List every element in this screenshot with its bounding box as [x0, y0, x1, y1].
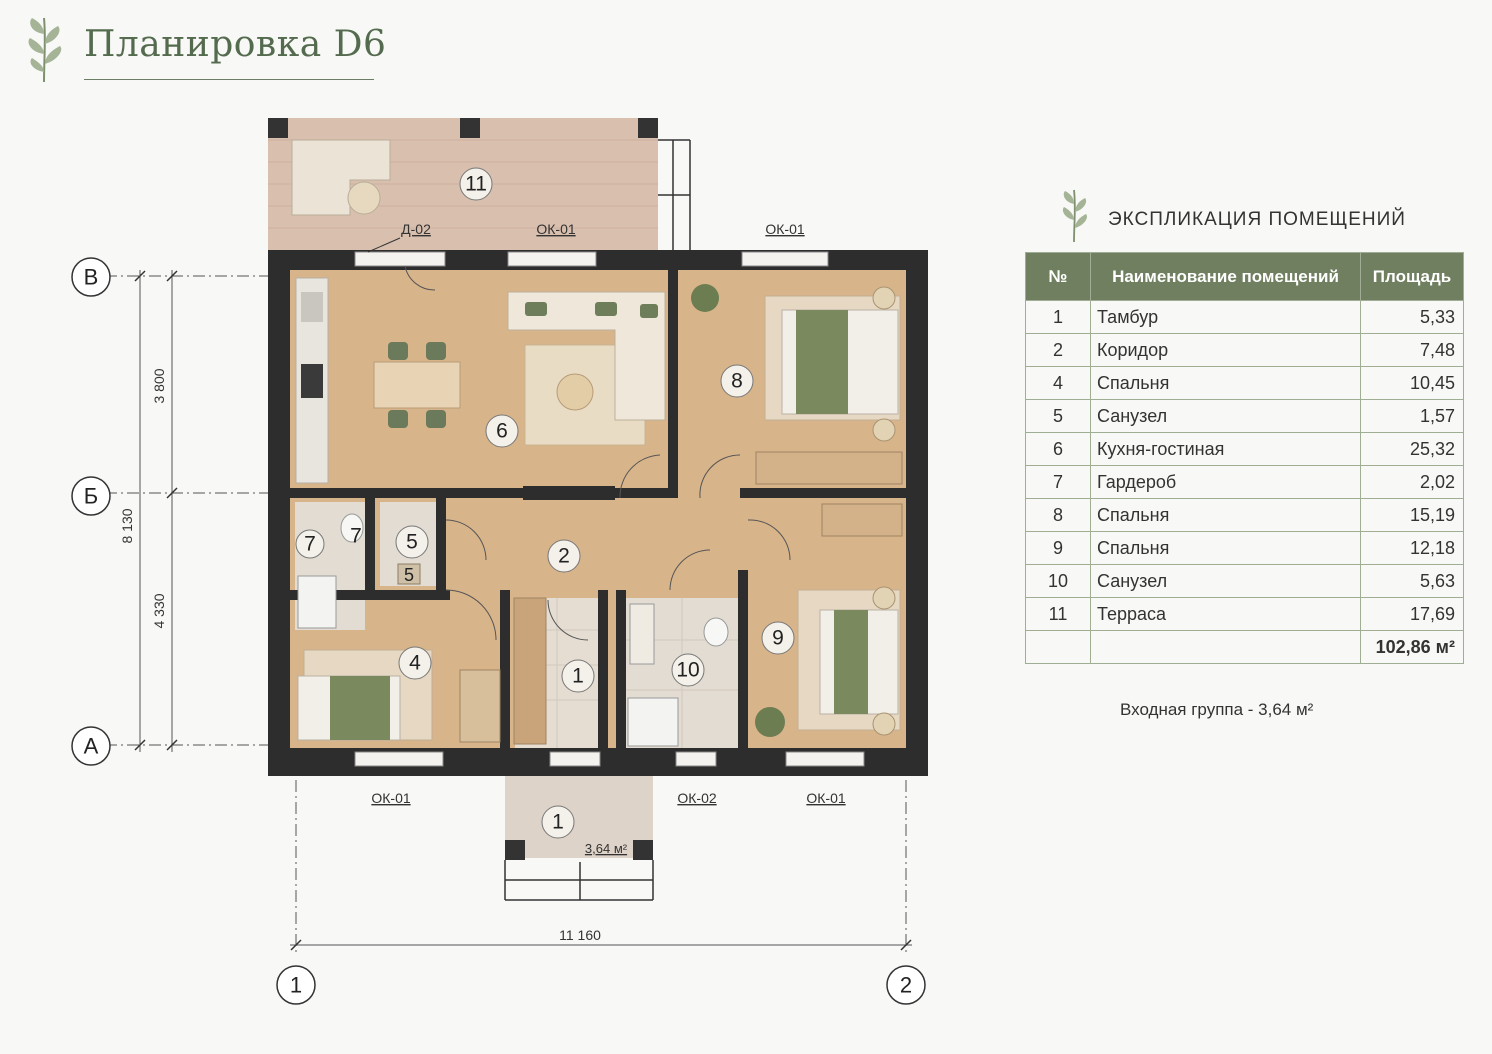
label-window-bottom-3: ОК-01	[806, 790, 845, 806]
svg-text:11: 11	[465, 173, 487, 196]
explication-title: ЭКСПЛИКАЦИЯ ПОМЕЩЕНИЙ	[1108, 209, 1406, 230]
svg-text:9: 9	[772, 627, 784, 650]
svg-text:2: 2	[558, 545, 570, 568]
room-marker-8: 8	[720, 364, 754, 398]
axis-marker-1: 1	[276, 965, 316, 1005]
room-marker-2: 2	[547, 539, 581, 573]
room-marker-7-fixture: 7	[350, 525, 362, 548]
title-underline	[84, 79, 374, 80]
svg-text:2: 2	[900, 973, 912, 998]
svg-text:8: 8	[731, 370, 743, 393]
page-title: Планировка D6	[84, 24, 387, 65]
entry-porch	[505, 776, 653, 858]
label-window-bottom-2: ОК-02	[677, 790, 716, 806]
floor-plan: 3 800 4 330 8 130 11 160 В Б А 1 2 Д-02 …	[71, 118, 928, 1005]
dim-top: 3 800	[151, 368, 167, 403]
room-marker-1: 1	[561, 659, 595, 693]
axis-marker-a: А	[71, 726, 111, 766]
room-marker-11: 11	[459, 167, 493, 201]
svg-text:1: 1	[552, 811, 564, 834]
svg-text:4: 4	[409, 652, 421, 675]
label-entry-area: 3,64 м²	[585, 841, 628, 856]
dim-total-vertical: 8 130	[119, 508, 135, 543]
axis-marker-v: В	[71, 257, 111, 297]
room-marker-6: 6	[485, 414, 519, 448]
dim-bottom: 4 330	[151, 593, 167, 628]
svg-text:5: 5	[406, 531, 418, 554]
total-area: 102,86 м²	[1360, 630, 1464, 664]
room-marker-5-fixture: 5	[397, 563, 421, 585]
svg-text:Б: Б	[84, 484, 98, 509]
svg-text:1: 1	[290, 973, 302, 998]
leaf-logo-icon	[22, 14, 72, 89]
axis-marker-b: Б	[71, 476, 111, 516]
svg-text:А: А	[84, 734, 99, 759]
table-header-row: № Наименование помещений Площадь	[1025, 252, 1464, 301]
header-name: Наименование помещений	[1090, 252, 1361, 301]
svg-text:1: 1	[572, 665, 584, 688]
room-marker-5: 5	[395, 525, 429, 559]
room-marker-entry-1: 1	[541, 805, 575, 839]
entry-group-note: Входная группа - 3,64 м²	[1120, 700, 1314, 719]
svg-text:6: 6	[496, 420, 508, 443]
label-window-top-2: ОК-01	[765, 221, 804, 237]
room-marker-7: 7	[295, 529, 325, 559]
svg-text:5: 5	[404, 565, 414, 585]
room-marker-4: 4	[398, 646, 432, 680]
table-total-row: 102,86 м²	[1025, 630, 1464, 664]
svg-text:7: 7	[304, 533, 316, 556]
leaf-small-icon	[1058, 188, 1092, 249]
svg-text:7: 7	[350, 525, 362, 548]
label-window-top-1: ОК-01	[536, 221, 575, 237]
dim-total-horizontal: 11 160	[559, 927, 601, 943]
label-window-bottom-1: ОК-01	[371, 790, 410, 806]
header-num: №	[1025, 252, 1091, 301]
room-marker-10: 10	[671, 653, 705, 687]
svg-text:10: 10	[676, 659, 699, 682]
room-marker-9: 9	[761, 621, 795, 655]
svg-text:В: В	[84, 265, 99, 290]
label-door-d02: Д-02	[401, 221, 431, 237]
header-area: Площадь	[1360, 252, 1464, 301]
axis-marker-2: 2	[886, 965, 926, 1005]
